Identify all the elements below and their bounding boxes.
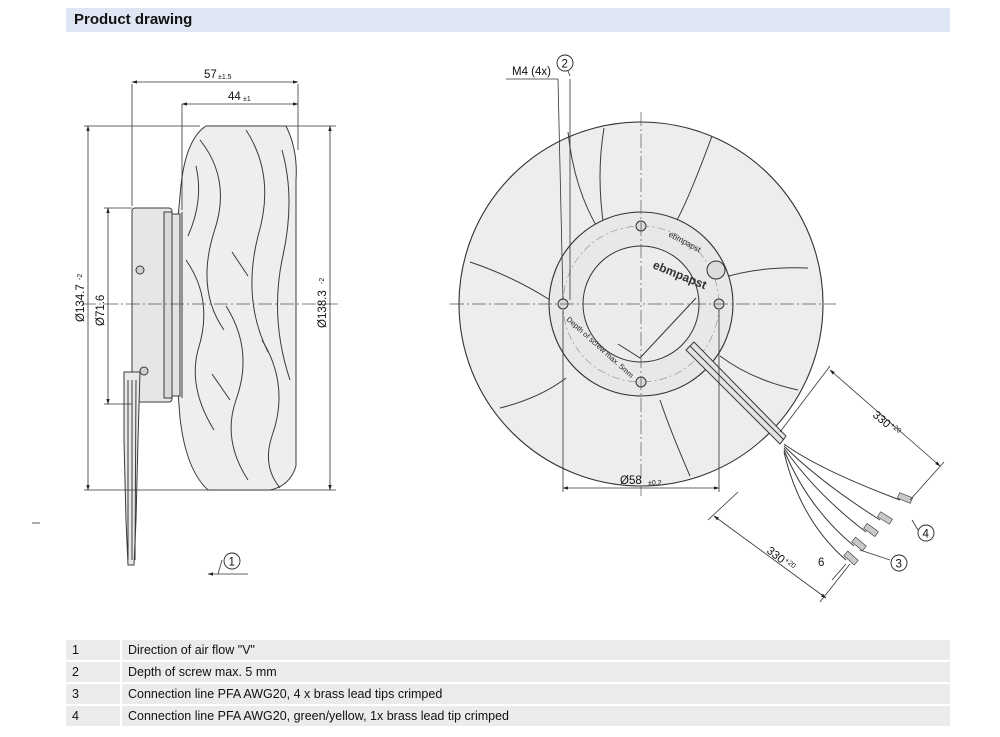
callout-3: 3 — [896, 559, 902, 571]
rotor-ring — [171, 213, 181, 397]
dim-134: Ø134.7 — [75, 284, 87, 322]
dim-134-tol: -2 — [77, 274, 84, 280]
legend-number: 2 — [66, 662, 120, 682]
dim-330b: 330 — [764, 545, 787, 566]
impeller-blades-front — [469, 127, 809, 477]
product-drawing: 57 ±1.5 44 ±1 Ø134.7 -2 Ø71.6 Ø138.3 -2 — [32, 54, 945, 603]
legend-text: Direction of air flow "V" — [120, 640, 950, 660]
callout-3-circle — [890, 554, 908, 572]
impeller-side-profile — [177, 125, 297, 491]
dim-138-group: Ø138.3 -2 — [317, 278, 329, 328]
dim-57-tol: ±1.5 — [218, 74, 232, 81]
dim-58: Ø58 — [620, 475, 642, 487]
dim-line-330a — [829, 369, 941, 467]
dim-330b-group: 330 +20 — [764, 545, 797, 570]
dim-138: Ø138.3 — [317, 290, 329, 328]
callout-4-leader — [911, 519, 919, 531]
callout-1-circle — [223, 552, 241, 570]
legend-text: Depth of screw max. 5 mm — [120, 662, 950, 682]
dim-330a-tol: +20 — [889, 422, 903, 435]
lead-tips — [843, 492, 914, 566]
dim-58-tol: ±0.2 — [648, 480, 662, 487]
section-title: Product drawing — [74, 11, 193, 28]
callout-2-circle — [556, 54, 574, 72]
front-view: ebmpapst ebmpapst Depth of screw max. 5m… — [450, 54, 945, 603]
motor-flange — [163, 211, 173, 399]
ext-line-330a-end — [909, 461, 945, 501]
legend-text: Connection line PFA AWG20, green/yellow,… — [120, 706, 950, 726]
dim-line-6 — [831, 563, 847, 581]
dim-6: 6 — [818, 557, 824, 569]
motor-bolt-head — [135, 265, 145, 275]
dim-138-tol: -2 — [319, 278, 326, 284]
callout-1: 1 — [229, 557, 235, 569]
dim-44-tol: ±1 — [243, 96, 251, 103]
legend-row: 2 Depth of screw max. 5 mm — [66, 662, 950, 682]
ext-line-330a-start — [779, 365, 831, 433]
dim-71: Ø71.6 — [95, 295, 107, 326]
impeller-blades-side — [185, 129, 291, 489]
dim-330a-group: 330 +20 — [870, 409, 903, 435]
callout-4: 4 — [923, 529, 930, 541]
thread-label: M4 (4x) — [512, 66, 551, 78]
dim-line-330b — [713, 515, 827, 599]
airflow-leader — [217, 559, 223, 575]
legend-table: 1 Direction of air flow "V" 2 Depth of s… — [66, 638, 950, 728]
callout-2: 2 — [562, 59, 568, 71]
ext-line-330b-start — [707, 491, 739, 521]
dim-71-group: Ø71.6 — [95, 295, 107, 326]
dim-134-group: Ø134.7 -2 — [75, 274, 87, 322]
legend-row: 4 Connection line PFA AWG20, green/yello… — [66, 706, 950, 726]
callout-3-leader — [859, 549, 891, 561]
lead-wires — [783, 443, 901, 561]
ext-line-330b-end — [819, 563, 851, 603]
legend-row: 3 Connection line PFA AWG20, 4 x brass l… — [66, 684, 950, 704]
legend-number: 4 — [66, 706, 120, 726]
legend-number: 3 — [66, 684, 120, 704]
legend-number: 1 — [66, 640, 120, 660]
dim-57: 57 — [204, 69, 217, 81]
legend-row: 1 Direction of air flow "V" — [66, 640, 950, 660]
cable-wire-3 — [134, 379, 137, 561]
cable-grommet — [139, 366, 149, 376]
cable-front-center — [689, 345, 785, 441]
side-view: 57 ±1.5 44 ±1 Ø134.7 -2 Ø71.6 Ø138.3 -2 — [32, 69, 340, 576]
legend-text: Connection line PFA AWG20, 4 x brass lea… — [120, 684, 950, 704]
hub-cutout — [617, 297, 697, 359]
thread-leader — [557, 78, 564, 301]
section-header: Product drawing — [66, 8, 950, 32]
cable-gland — [706, 260, 726, 280]
callout-4-circle — [917, 524, 935, 542]
dim-44: 44 — [228, 91, 241, 103]
